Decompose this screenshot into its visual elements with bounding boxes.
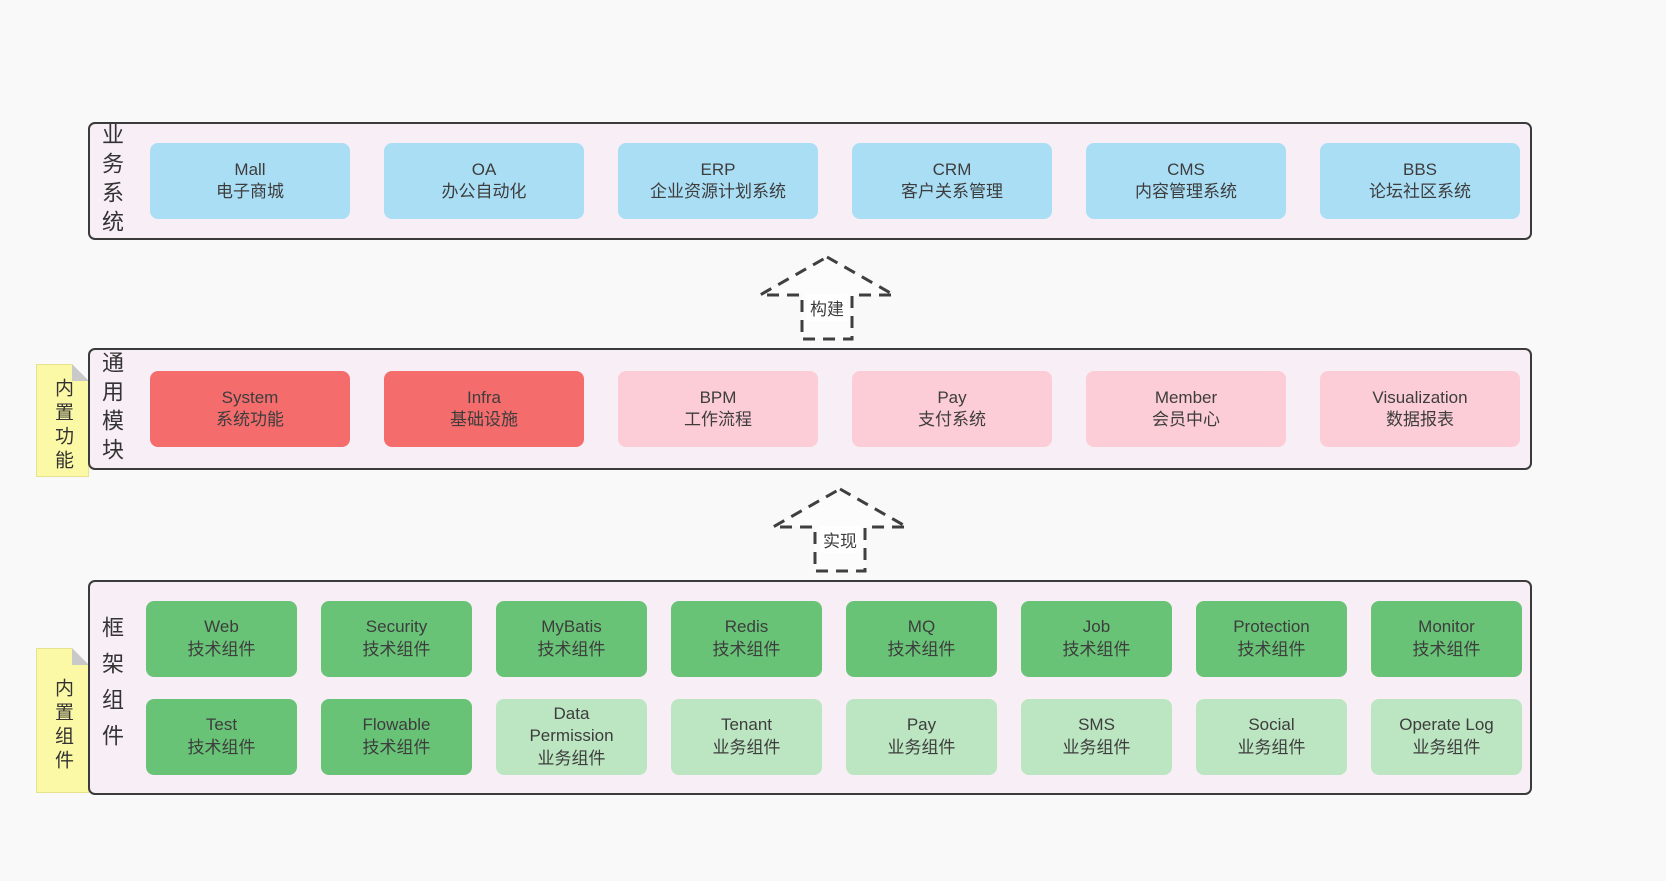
module-boxes-row: System 系统功能 Infra 基础设施 BPM 工作流程 Pay 支付系统… — [150, 371, 1520, 447]
sticky-built-in-features: 内置功能 — [36, 364, 89, 477]
framework-boxes-grid: Web 技术组件 Security 技术组件 MyBatis 技术组件 Redi… — [146, 582, 1522, 793]
box-operate-log: Operate Log 业务组件 — [1371, 698, 1522, 775]
box-job: Job 技术组件 — [1021, 600, 1172, 677]
box-oa: OA 办公自动化 — [384, 143, 584, 219]
box-visualization: Visualization 数据报表 — [1320, 371, 1520, 447]
box-mall: Mall 电子商城 — [150, 143, 350, 219]
sticky-label: 内置组件 — [52, 677, 73, 774]
box-pay-module: Pay 支付系统 — [852, 371, 1052, 447]
box-bpm: BPM 工作流程 — [618, 371, 818, 447]
box-member: Member 会员中心 — [1086, 371, 1286, 447]
build-arrow-label: 构建 — [807, 294, 847, 321]
section-label-wrap: 业务系统 — [90, 123, 132, 239]
box-redis: Redis 技术组件 — [671, 600, 822, 677]
fold-corner-icon — [72, 364, 89, 381]
box-mq: MQ 技术组件 — [846, 600, 997, 677]
box-social: Social 业务组件 — [1196, 698, 1347, 775]
box-data-permission: Data Permission 业务组件 — [496, 698, 647, 775]
box-system: System 系统功能 — [150, 371, 350, 447]
section-business-systems: 业务系统 Mall 电子商城 OA 办公自动化 ERP 企业资源计划系统 CRM… — [88, 122, 1532, 240]
box-bbs: BBS 论坛社区系统 — [1320, 143, 1520, 219]
framework-components-label: 框架组件 — [99, 615, 124, 760]
box-mybatis: MyBatis 技术组件 — [496, 600, 647, 677]
sticky-label: 内置功能 — [52, 377, 73, 474]
implement-arrow-label: 实现 — [820, 526, 860, 553]
sticky-built-in-components: 内置组件 — [36, 648, 89, 793]
section-framework-components: 框架组件 Web 技术组件 Security 技术组件 MyBatis 技术组件… — [88, 580, 1532, 795]
box-web: Web 技术组件 — [146, 600, 297, 677]
box-pay-component: Pay 业务组件 — [846, 698, 997, 775]
box-monitor: Monitor 技术组件 — [1371, 600, 1522, 677]
section-label-wrap: 框架组件 — [90, 582, 132, 793]
implement-arrow: 实现 — [770, 486, 910, 574]
framework-row-2: Test 技术组件 Flowable 技术组件 Data Permission … — [146, 698, 1522, 775]
box-crm: CRM 客户关系管理 — [852, 143, 1052, 219]
box-erp: ERP 企业资源计划系统 — [618, 143, 818, 219]
box-security: Security 技术组件 — [321, 600, 472, 677]
box-cms: CMS 内容管理系统 — [1086, 143, 1286, 219]
box-test: Test 技术组件 — [146, 698, 297, 775]
fold-corner-icon — [72, 648, 89, 665]
build-arrow: 构建 — [757, 254, 897, 342]
common-modules-label: 通用模块 — [99, 351, 124, 467]
box-infra: Infra 基础设施 — [384, 371, 584, 447]
section-label-wrap: 通用模块 — [90, 350, 132, 468]
section-common-modules: 通用模块 System 系统功能 Infra 基础设施 BPM 工作流程 Pay… — [88, 348, 1532, 470]
business-boxes-row: Mall 电子商城 OA 办公自动化 ERP 企业资源计划系统 CRM 客户关系… — [150, 143, 1520, 219]
box-tenant: Tenant 业务组件 — [671, 698, 822, 775]
business-systems-label: 业务系统 — [99, 123, 124, 239]
box-flowable: Flowable 技术组件 — [321, 698, 472, 775]
framework-row-1: Web 技术组件 Security 技术组件 MyBatis 技术组件 Redi… — [146, 600, 1522, 677]
box-protection: Protection 技术组件 — [1196, 600, 1347, 677]
box-sms: SMS 业务组件 — [1021, 698, 1172, 775]
